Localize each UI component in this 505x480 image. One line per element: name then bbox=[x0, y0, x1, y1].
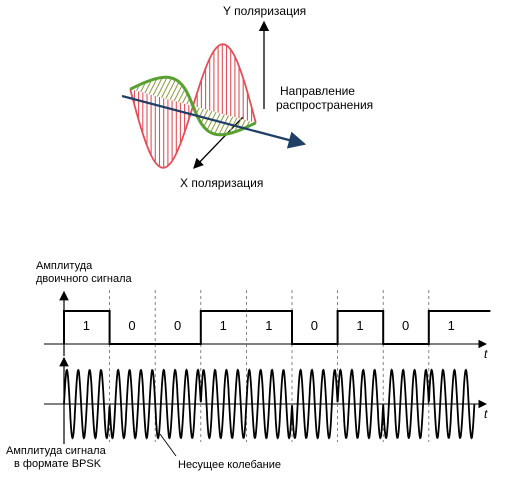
binary-amplitude-label-line1: Амплитуда bbox=[36, 260, 93, 272]
bpsk-t-label: t bbox=[484, 407, 488, 421]
bit-label: 1 bbox=[356, 318, 364, 333]
direction-label-line1: Направление bbox=[280, 84, 355, 98]
y-polarization-label: Y поляризация bbox=[223, 4, 307, 18]
bit-label: 1 bbox=[447, 318, 455, 333]
x-polarization-label: X поляризация bbox=[180, 176, 264, 190]
binary-amplitude-label-line2: двоичного сигнала bbox=[36, 273, 132, 285]
bpsk-waveform bbox=[63, 368, 476, 440]
bit-label: 0 bbox=[174, 318, 182, 333]
carrier-label: Несущее колебание bbox=[178, 459, 282, 471]
bit-label: 1 bbox=[82, 318, 91, 333]
bit-label: 1 bbox=[265, 318, 273, 333]
bpsk-amplitude-label-line2: в формате BPSK bbox=[14, 458, 102, 470]
bit-label: 0 bbox=[402, 318, 410, 333]
binary-t-label: t bbox=[484, 347, 488, 361]
carrier-pointer bbox=[159, 433, 177, 457]
bit-label: 0 bbox=[310, 318, 319, 333]
bit-label: 0 bbox=[128, 318, 136, 333]
bit-label: 1 bbox=[219, 318, 227, 333]
propagation-axis bbox=[121, 94, 307, 149]
binary-waveform bbox=[63, 310, 491, 345]
direction-label-line2: распространения bbox=[276, 98, 374, 112]
bpsk-amplitude-label-line1: Амплитуда сигнала bbox=[6, 445, 106, 457]
